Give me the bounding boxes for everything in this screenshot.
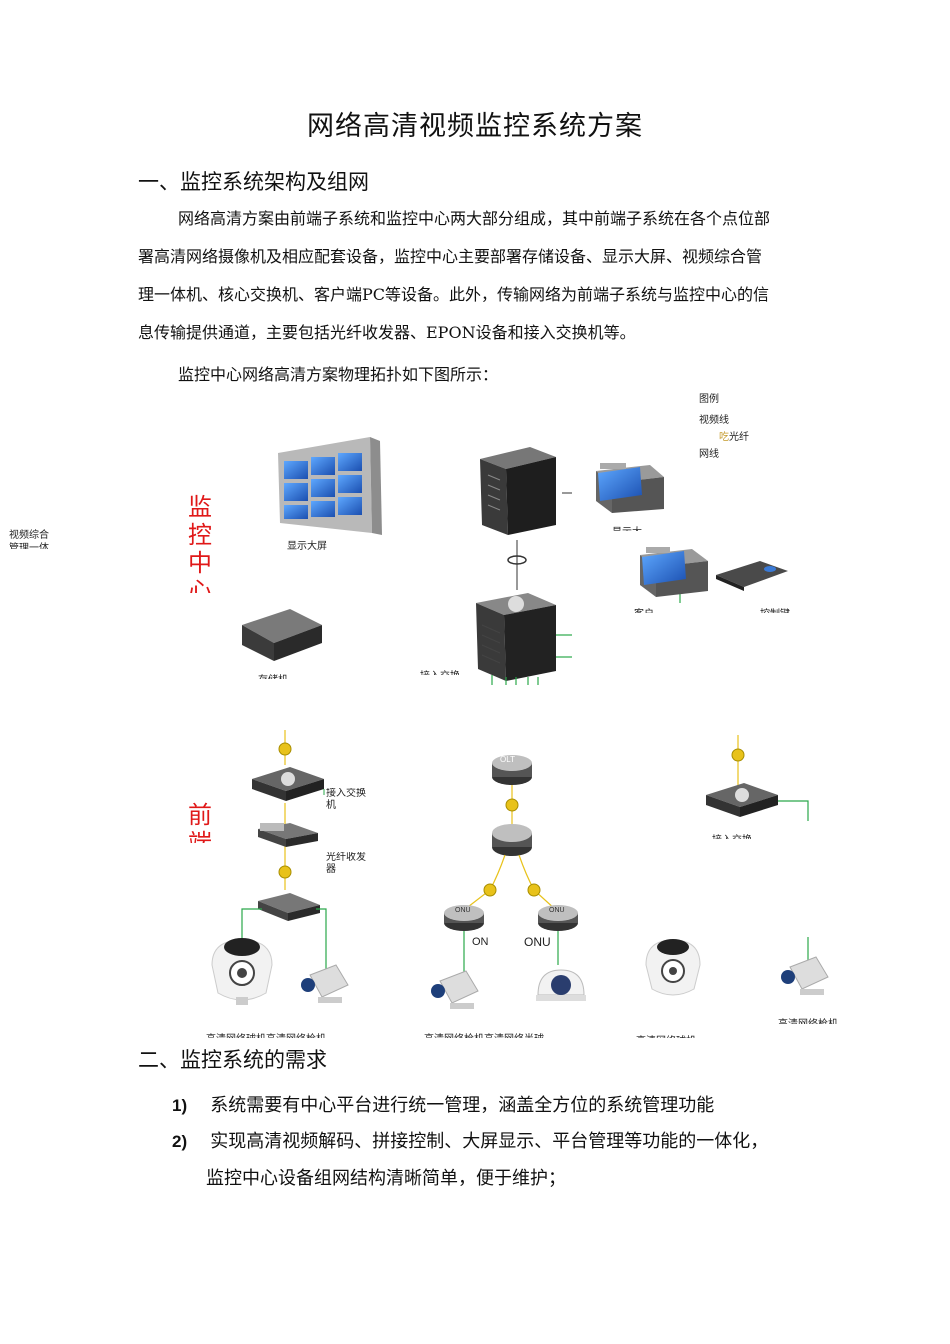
onu-left-label: ON xyxy=(472,936,489,945)
half-dome-camera-icon xyxy=(536,969,586,1001)
fiber-transceiver-label: 光纤收发器 xyxy=(326,852,366,875)
paragraph-line: 息传输提供通道，主要包括光纤收发器、EPON设备和接入交换机等。 xyxy=(138,323,636,342)
display-label: 显示大 xyxy=(612,523,642,531)
onu-right-label: ONU xyxy=(524,935,551,949)
storage-label: 存储机 xyxy=(258,671,288,679)
fiber-transceiver-icon xyxy=(258,893,320,921)
section1-paragraph: 网络高清方案由前端子系统和监控中心两大部分组成，其中前端子系统在各个点位部 署高… xyxy=(138,200,818,352)
client-label: 客户 xyxy=(634,605,654,613)
fiber-connector-icon xyxy=(731,748,745,762)
access-switch-icon xyxy=(706,783,778,817)
splitter-icon xyxy=(492,824,532,856)
gun-camera-icon xyxy=(431,970,479,1009)
section1-heading: 一、监控系统架构及组网 xyxy=(138,170,369,194)
storage-icon xyxy=(242,609,322,661)
access-switch-icon xyxy=(252,767,324,801)
requirement-number: 1) xyxy=(172,1096,188,1115)
requirement-text-continued: 监控中心设备组网结构清晰简单，便于维护； xyxy=(206,1168,566,1189)
fiber-connector-icon xyxy=(527,883,541,897)
requirement-item: 2) 实现高清视频解码、拼接控制、大屏显示、平台管理等功能的一体化， xyxy=(172,1127,768,1153)
olt-icon xyxy=(492,755,532,785)
monitoring-center-label: 监控中心 xyxy=(188,493,212,593)
video-wall-icon xyxy=(278,437,382,535)
access-switch-center-label: 接入交换 xyxy=(420,667,460,675)
legend-fiber-label: 光纤 xyxy=(729,432,749,443)
integrated-manager-icon xyxy=(480,447,556,535)
olt-tag: OLT xyxy=(500,755,515,764)
requirement-item: 1) 系统需要有中心平台进行统一管理，涵盖全方位的系统管理功能 xyxy=(172,1091,714,1117)
onu-icon xyxy=(444,905,484,931)
fiber-connector-icon xyxy=(278,742,292,879)
requirement-text: 实现高清视频解码、拼接控制、大屏显示、平台管理等功能的一体化， xyxy=(210,1131,769,1152)
gun-camera-icon xyxy=(301,964,349,1003)
front-end-label: 前端 xyxy=(188,801,212,843)
requirement-text: 系统需要有中心平台进行统一管理，涵盖全方位的系统管理功能 xyxy=(210,1095,715,1116)
topology-graphics xyxy=(211,437,829,1009)
camera-right-gun-label: 高清网络枪机 xyxy=(778,1015,838,1024)
onu-tag-left: ONU xyxy=(455,907,471,914)
camera-right-dome-label: 高清网络球机 xyxy=(636,1032,696,1038)
camera-group-left-label: 高清网络球机高清网络枪机 xyxy=(206,1030,326,1038)
legend-net-line: 网线 xyxy=(699,449,719,460)
access-switch-right-label: 接入交换 xyxy=(712,831,752,839)
onu-icon xyxy=(538,905,578,931)
dome-camera-icon xyxy=(211,938,273,1005)
dome-camera-icon xyxy=(645,939,701,996)
gun-camera-icon xyxy=(781,956,829,995)
legend-title: 图例 xyxy=(699,394,719,405)
section2-heading: 二、监控系统的需求 xyxy=(138,1048,327,1072)
legend-video-line: 视频线 xyxy=(699,415,729,426)
document-title: 网络高清视频监控系统方案 xyxy=(307,111,643,142)
video-wall-label: 显示大屏 xyxy=(287,541,327,552)
topology-diagram: 图例 视频线 吃光纤 网线 监控中心 前端 视频综合管理一体 显示大屏 存储机 … xyxy=(0,385,950,1040)
paragraph-line: 理一体机、核心交换机、客户端PC等设备。此外，传输网络为前端子系统与监控中心的信 xyxy=(138,285,770,304)
camera-group-mid-label: 高清网络枪机高清网络半球 xyxy=(424,1030,544,1038)
onu-tag-right: ONU xyxy=(549,907,565,914)
requirement-number: 2) xyxy=(172,1132,188,1151)
control-keyboard-icon xyxy=(716,561,788,591)
paragraph-line: 网络高清方案由前端子系统和监控中心两大部分组成，其中前端子系统在各个点位部 xyxy=(178,209,771,228)
legend-fiber-prefix: 吃 xyxy=(719,432,729,443)
client-pc-icon xyxy=(640,547,708,597)
access-switch-front-label: 接入交换机 xyxy=(326,788,366,811)
paragraph-line: 署高清网络摄像机及相应配套设备，监控中心主要部署存储设备、显示大屏、视频综合管 xyxy=(138,247,763,266)
fiber-connector-icon xyxy=(483,883,497,897)
legend-fiber: 吃光纤 xyxy=(719,428,749,443)
display-monitor-icon xyxy=(596,463,664,513)
integrated-manager-label: 视频综合管理一体 xyxy=(9,530,49,549)
fiber-transceiver-icon xyxy=(258,823,318,847)
keyboard-label: 控制键 xyxy=(760,605,790,613)
fiber-connector-icon xyxy=(505,798,519,812)
core-switch-icon xyxy=(476,593,556,681)
figure-intro: 监控中心网络高清方案物理拓扑如下图所示： xyxy=(178,365,499,384)
